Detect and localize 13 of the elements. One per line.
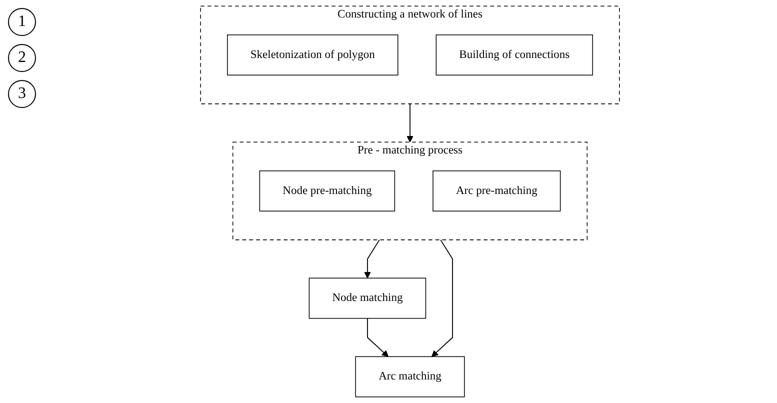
node-box: Building of connections [436,34,593,76]
node-box: Arc matching [355,356,465,398]
arrow [364,239,380,278]
node-box: Node matching [308,278,426,319]
node-box: Node pre-matching [259,170,396,212]
node-box: Skeletonization of polygon [227,34,398,76]
arrow [406,103,414,142]
circled-number: 2 [8,44,36,72]
circled-number: 3 [8,80,36,108]
arrow [367,318,389,357]
node-box: Arc pre-matching [432,170,561,212]
arrow [431,239,453,357]
circled-number: 1 [8,8,36,36]
